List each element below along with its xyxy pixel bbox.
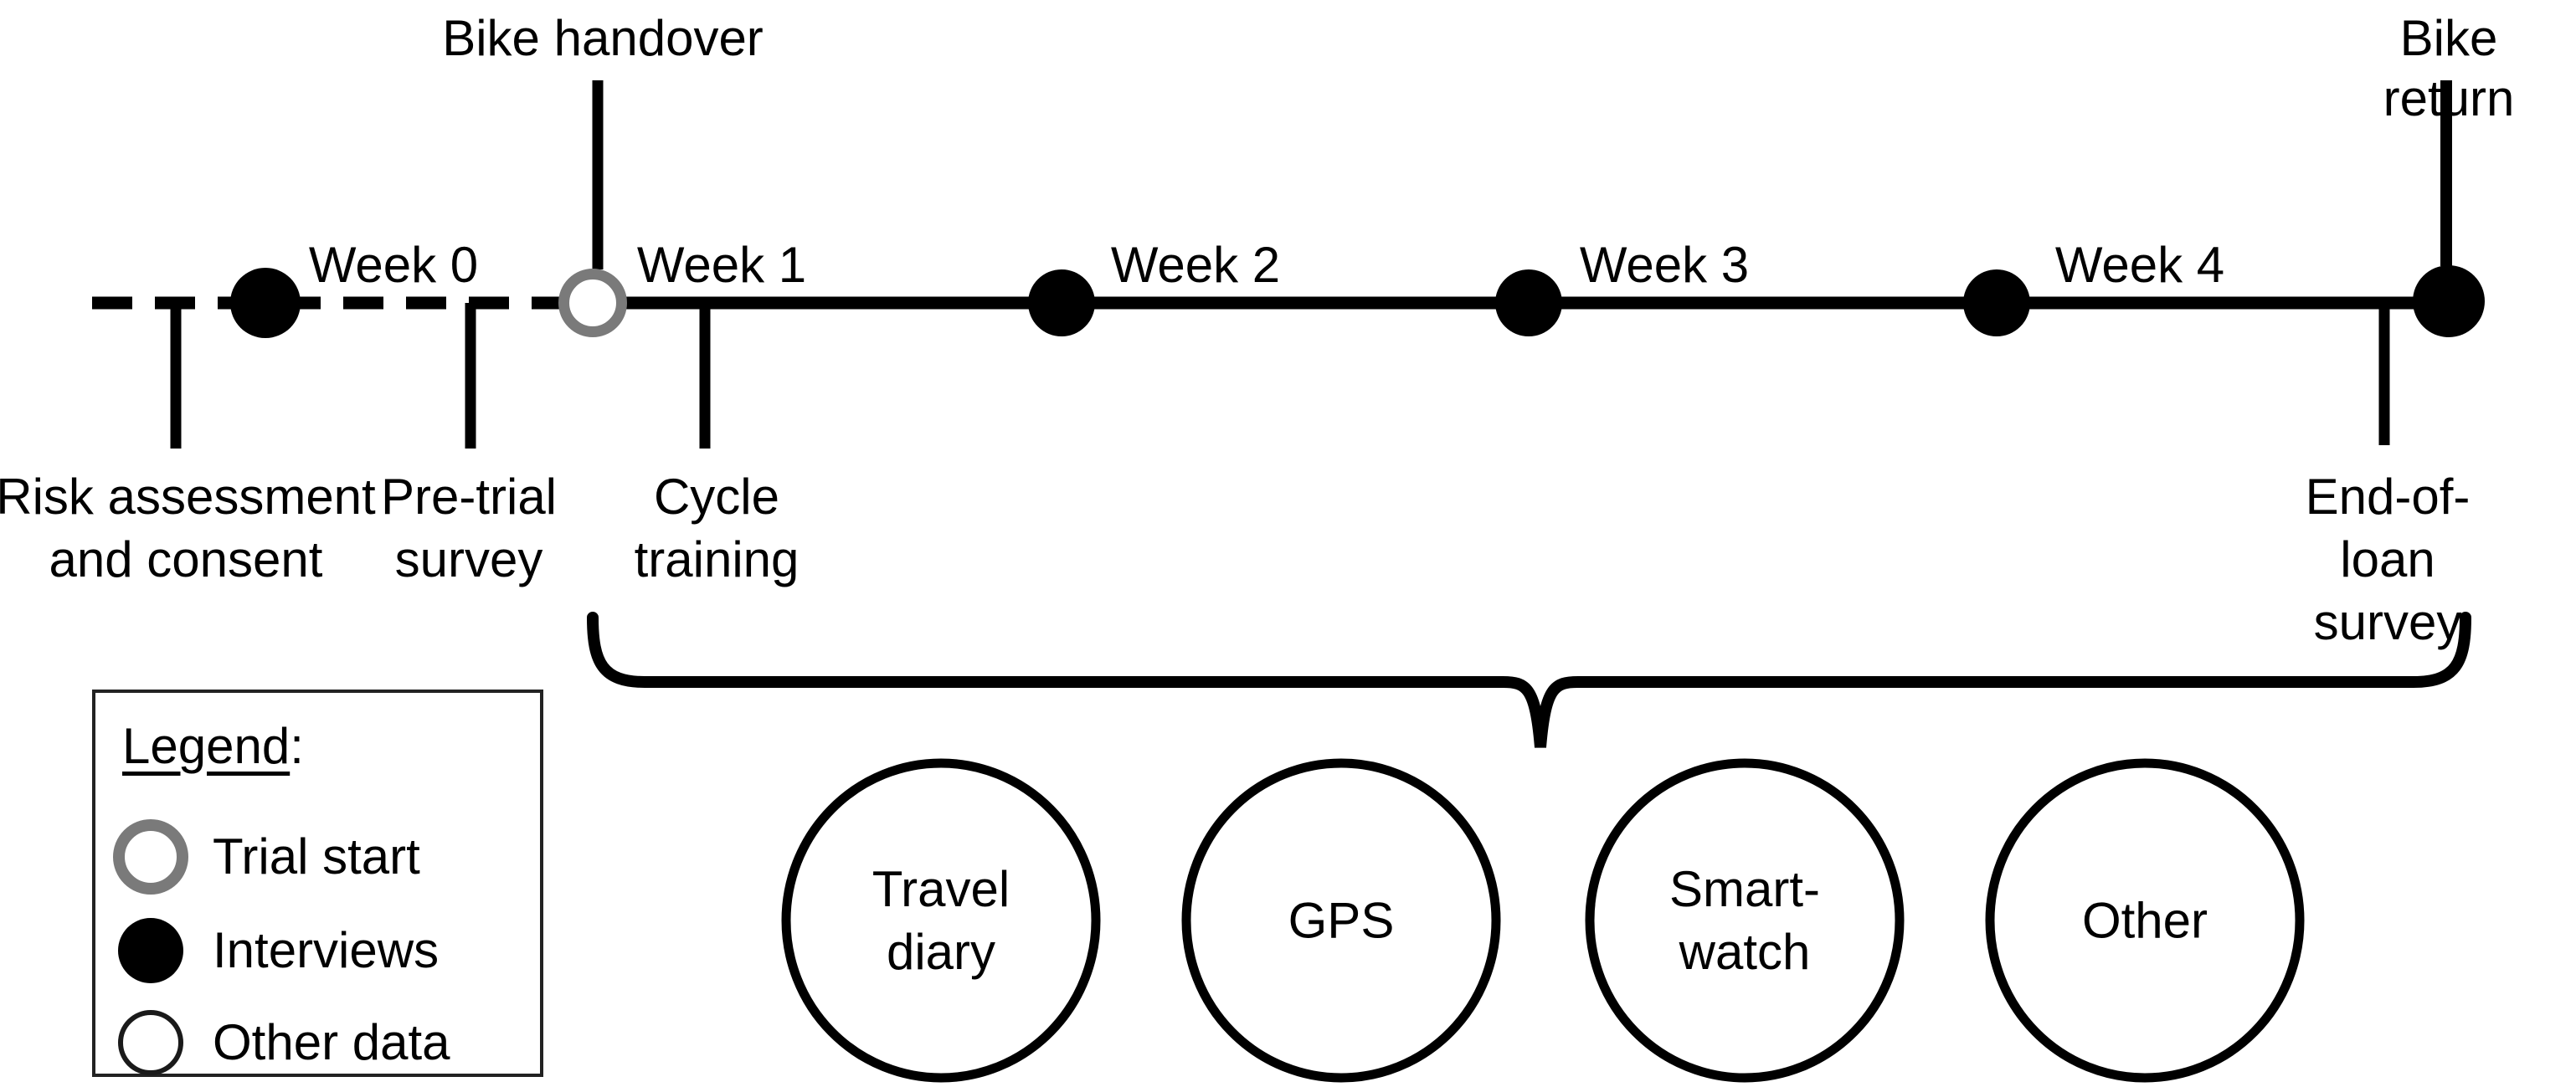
legend-item-interviews: Interviews [111,910,439,991]
data-source-other: Other [2081,892,2208,949]
bike-handover-label: Bike handover [442,10,764,66]
trial-start-ring-marker [558,269,627,337]
circle-travel-diary [781,758,1101,1083]
week-label-3: Week 3 [1579,237,1750,293]
interview-dot-week3 [1495,269,1562,336]
interview-dot-week0 [230,268,301,338]
trial-start-ring-icon [111,817,191,897]
bike-return-label: Bike return [2383,10,2515,126]
milestone-risk-assessment: Risk assessment and consent [0,469,376,587]
week-label-4: Week 4 [2054,237,2225,293]
legend-item-label: Trial start [213,828,420,884]
legend-title-colon: : [290,718,304,774]
circle-smart-watch [1585,758,1905,1083]
week-label-2: Week 2 [1110,237,1281,293]
milestone-pre-trial-survey: Pre-trial survey [380,469,558,587]
interview-dot-icon [111,910,191,991]
interview-dot-bike-return [2413,265,2485,337]
data-source-smart-watch: Smart- watch [1669,861,1820,980]
interview-dot-week2 [1028,269,1095,336]
legend-title: Legend: [122,716,304,777]
week-label-1: Week 1 [636,237,807,293]
legend-item-trial-start: Trial start [111,817,420,897]
milestone-end-of-loan-survey: End-of-loan survey [2305,469,2471,650]
legend: Legend: Trial start Interviews Other dat… [92,690,543,1077]
legend-item-label: Interviews [213,922,440,978]
data-collection-brace [587,612,2471,748]
other-data-ring-icon [111,1002,191,1083]
circle-gps [1181,758,1501,1083]
legend-title-text: Legend [122,718,291,774]
circle-other [1985,758,2305,1083]
legend-item-other-data: Other data [111,1002,450,1083]
week-label-0: Week 0 [308,237,479,293]
legend-item-label: Other data [213,1014,450,1070]
interview-dot-week4 [1963,269,2030,336]
data-source-gps: GPS [1288,892,1395,949]
data-source-travel-diary: Travel diary [872,861,1010,980]
milestone-cycle-training: Cycle training [634,469,800,587]
